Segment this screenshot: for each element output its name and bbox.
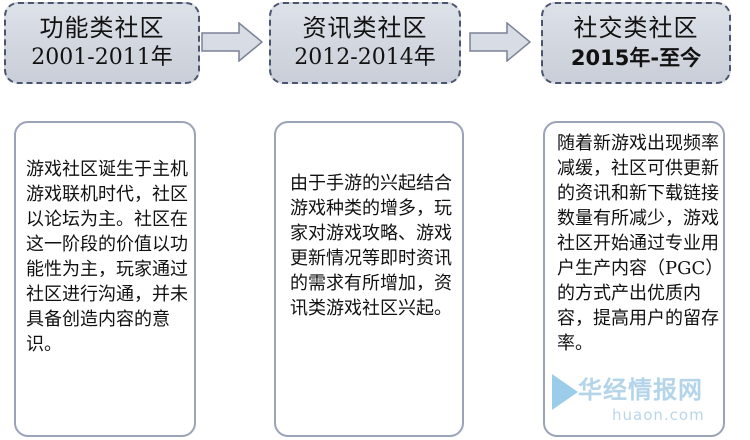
stage-3-description: 随着新游戏出现频率减缓，社区可供更新的资讯和新下载链接数量有所减少，游戏社区开始… bbox=[557, 133, 719, 354]
stage-3-description-box: 随着新游戏出现频率减缓，社区可供更新的资讯和新下载链接数量有所减少，游戏社区开始… bbox=[543, 121, 725, 437]
stage-1-header: 功能类社区 2001-2011年 bbox=[4, 2, 200, 84]
stage-3-years: 2015年-至今 bbox=[570, 46, 702, 70]
stage-2-years: 2012-2014年 bbox=[294, 45, 436, 70]
stage-2-description-box: 由于手游的兴起结合游戏种类的增多，玩家对游戏攻略、游戏更新情况等即时资讯的需求有… bbox=[274, 121, 464, 437]
right-arrow-icon bbox=[201, 22, 263, 62]
stage-2-description: 由于手游的兴起结合游戏种类的增多，玩家对游戏攻略、游戏更新情况等即时资讯的需求有… bbox=[290, 173, 452, 319]
stage-1-description: 游戏社区诞生于主机游戏联机时代，社区以论坛为主。社区在这一阶段的价值以功能性为主… bbox=[26, 159, 188, 355]
stage-1-title: 功能类社区 bbox=[39, 14, 165, 42]
stage-2-title: 资讯类社区 bbox=[302, 14, 428, 42]
watermark: 华经情报网 huaon.com bbox=[552, 366, 748, 436]
watermark-text-en: huaon.com bbox=[612, 406, 705, 424]
watermark-text-cn: 华经情报网 bbox=[578, 376, 703, 404]
watermark-logo-icon bbox=[552, 374, 578, 410]
stage-1-years: 2001-2011年 bbox=[31, 45, 173, 70]
stage-3-header: 社交类社区 2015年-至今 bbox=[541, 2, 731, 84]
right-arrow-icon bbox=[469, 22, 531, 62]
stage-1-description-box: 游戏社区诞生于主机游戏联机时代，社区以论坛为主。社区在这一阶段的价值以功能性为主… bbox=[14, 121, 196, 437]
stage-3-title: 社交类社区 bbox=[573, 14, 699, 42]
stage-2-header: 资讯类社区 2012-2014年 bbox=[269, 2, 461, 84]
